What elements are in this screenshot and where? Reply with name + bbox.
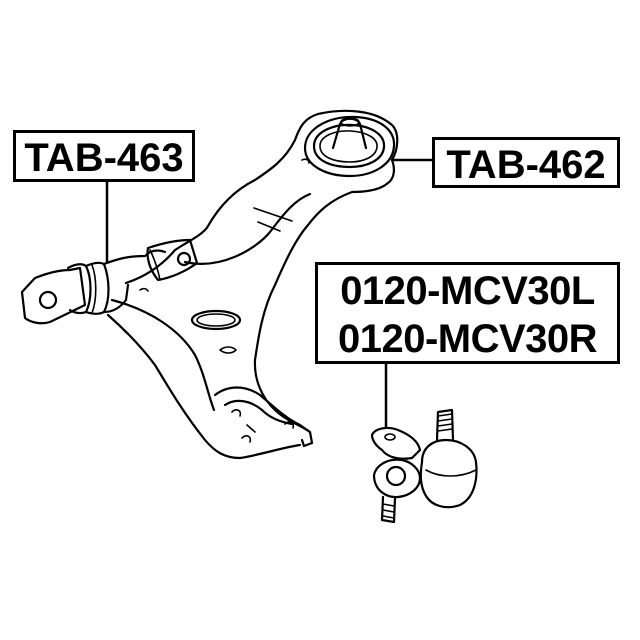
control-arm <box>106 109 399 460</box>
part-number-0120-mcv30l: 0120-MCV30L <box>340 269 595 313</box>
ball-joint <box>370 408 478 524</box>
callout-0120-mcv30[interactable]: 0120-MCV30L 0120-MCV30R <box>315 262 620 364</box>
part-number-0120-mcv30r: 0120-MCV30R <box>337 317 598 361</box>
callout-tab-463[interactable]: TAB-463 <box>13 130 195 182</box>
callout-tab-462[interactable]: TAB-462 <box>432 137 620 188</box>
front-mount-ear <box>146 238 199 282</box>
part-number-tab-462: TAB-462 <box>446 143 606 187</box>
rear-bushing <box>303 115 396 178</box>
part-number-tab-463: TAB-463 <box>24 136 184 180</box>
